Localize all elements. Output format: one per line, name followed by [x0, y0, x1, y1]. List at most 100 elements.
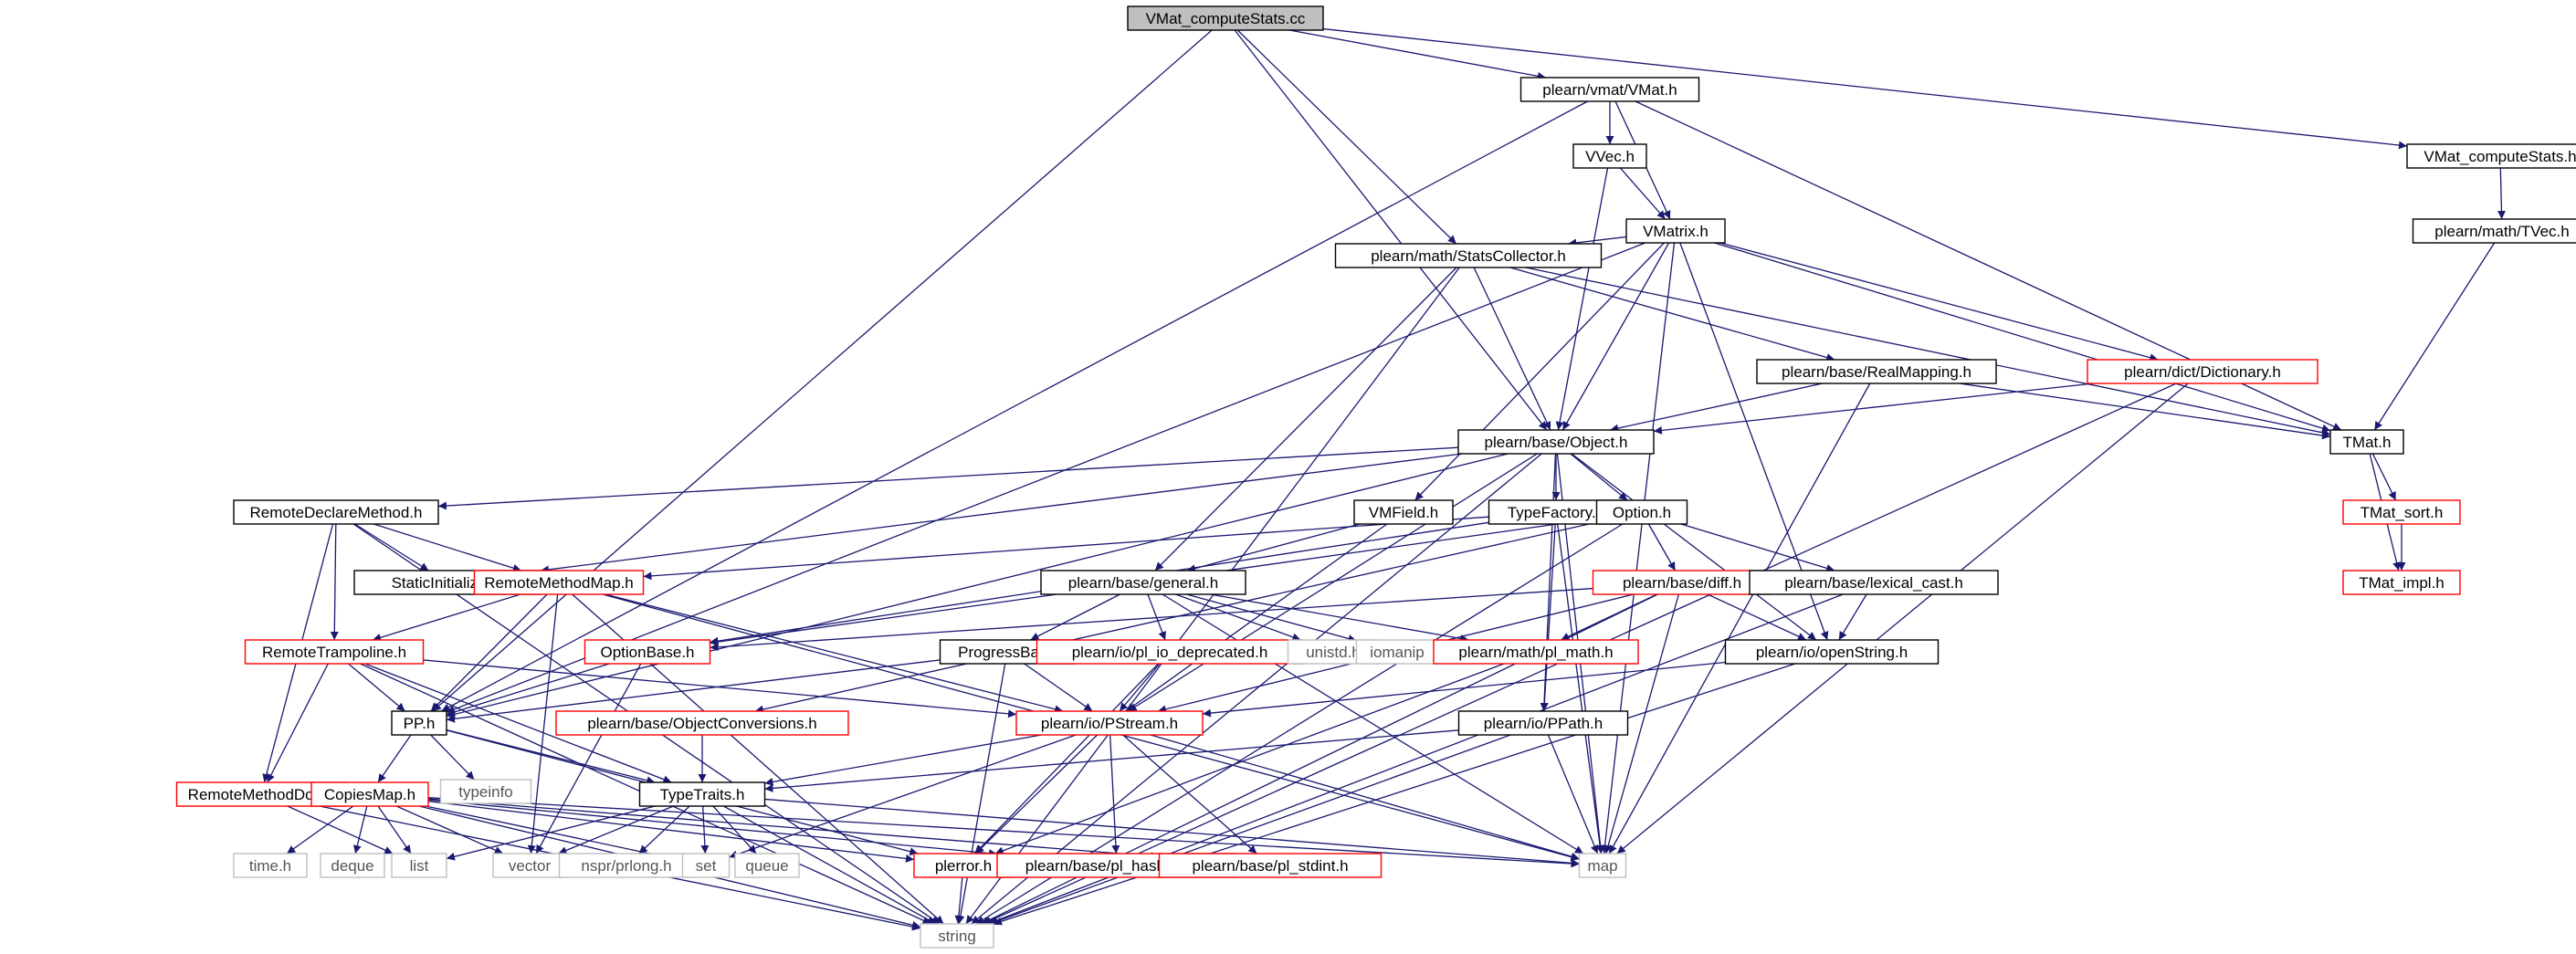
- node-tmatimpl[interactable]: TMat_impl.h: [2342, 570, 2461, 595]
- edge-root-to-vmcs: [1322, 27, 2408, 150]
- edge-vvec-to-vmatrix: [1619, 167, 1667, 220]
- node-box: [1578, 853, 1627, 878]
- node-general[interactable]: plearn/base/general.h: [1040, 570, 1246, 595]
- node-box: [1592, 570, 1772, 595]
- node-label: plearn/base/pl_stdint.h: [1192, 857, 1348, 875]
- node-box: [734, 853, 800, 878]
- edge-object-to-pstream: [1128, 453, 1538, 712]
- edge-object-to-pp: [446, 453, 1509, 718]
- edge-openstring-to-pstream: [1202, 661, 1726, 718]
- edge-vmfield-to-pstream: [1125, 523, 1388, 712]
- node-vmat[interactable]: plearn/vmat/VMat.h: [1519, 77, 1700, 102]
- edge-rdm-to-rtramp: [330, 523, 339, 641]
- edge-copiesmap-to-vector: [395, 805, 504, 854]
- edge-pstream-to-typetraits: [764, 734, 1042, 786]
- node-stdint[interactable]: plearn/base/pl_stdint.h: [1158, 853, 1383, 878]
- edge-pstream-to-set: [729, 734, 1077, 859]
- node-box: [1015, 710, 1204, 736]
- edge-realmap-to-object: [1610, 383, 1823, 433]
- node-vvec[interactable]: VVec.h: [1572, 143, 1647, 169]
- node-string: string: [920, 923, 994, 949]
- node-tvec[interactable]: plearn/math/TVec.h: [2412, 218, 2576, 244]
- node-box: [1127, 5, 1324, 31]
- edge-copiesmap-to-plerror: [427, 801, 915, 863]
- edge-option-to-diff: [1647, 523, 1677, 571]
- edge-root-to-vmat: [1289, 29, 1546, 80]
- node-diff[interactable]: plearn/base/diff.h: [1592, 570, 1772, 595]
- edge-stats-to-string: [965, 267, 1460, 925]
- edge-copiesmap-to-stdint: [427, 798, 1160, 861]
- edge-vmatrix-to-pp: [446, 242, 1646, 714]
- node-label: nspr/prlong.h: [581, 857, 671, 875]
- node-vmfield[interactable]: VMField.h: [1353, 499, 1454, 525]
- node-vmatrix[interactable]: VMatrix.h: [1625, 218, 1726, 244]
- node-lexcast[interactable]: plearn/base/lexical_cast.h: [1749, 570, 1999, 595]
- node-label: plerror.h: [935, 857, 992, 875]
- node-objconv[interactable]: plearn/base/ObjectConversions.h: [555, 710, 849, 736]
- edge-rmm-to-pp: [430, 593, 548, 712]
- edge-dict-to-map: [1616, 383, 2189, 854]
- node-realmap[interactable]: plearn/base/RealMapping.h: [1756, 359, 1997, 384]
- node-label: CopiesMap.h: [324, 786, 415, 803]
- edge-plerror-to-string: [954, 876, 963, 925]
- edge-object-to-staticinit: [540, 453, 1463, 574]
- node-label: plearn/math/pl_math.h: [1458, 644, 1613, 661]
- node-pstream[interactable]: plearn/io/PStream.h: [1015, 710, 1204, 736]
- edge-option-to-lexcast: [1680, 523, 1835, 572]
- node-label: plearn/vmat/VMat.h: [1542, 81, 1677, 99]
- node-label: plearn/io/pl_io_deprecated.h: [1072, 644, 1268, 661]
- edge-copiesmap-to-deque: [352, 805, 368, 854]
- node-label: TypeTraits.h: [660, 786, 745, 803]
- node-typetraits[interactable]: TypeTraits.h: [638, 781, 766, 807]
- node-vmcs[interactable]: VMat_computeStats.h: [2406, 143, 2576, 169]
- edge-pstream-to-hashfun: [1109, 734, 1120, 854]
- node-object[interactable]: plearn/base/Object.h: [1457, 429, 1655, 455]
- node-openstring[interactable]: plearn/io/openString.h: [1724, 639, 1940, 665]
- node-label: RemoteMethodDoc.h: [188, 786, 335, 803]
- node-box: [1353, 499, 1454, 525]
- node-label: string: [938, 928, 976, 945]
- node-label: RemoteDeclareMethod.h: [250, 504, 423, 521]
- node-dict[interactable]: plearn/dict/Dictionary.h: [2087, 359, 2318, 384]
- edge-object-to-string: [971, 453, 1542, 925]
- node-plmath[interactable]: plearn/math/pl_math.h: [1433, 639, 1639, 665]
- nodes-layer: VMat_computeStats.cc plearn/vmat/VMat.hVM…: [175, 5, 2576, 949]
- edge-root-to-stats: [1236, 29, 1457, 245]
- node-copiesmap[interactable]: CopiesMap.h: [310, 781, 429, 807]
- node-label: plearn/base/ObjectConversions.h: [587, 715, 816, 732]
- node-box: [1457, 429, 1655, 455]
- edge-typefactory-to-map: [1557, 523, 1604, 854]
- edge-progress-to-string: [956, 663, 1006, 925]
- node-label: TMat.h: [2343, 434, 2392, 451]
- edge-progress-to-pstream: [1024, 663, 1093, 712]
- edge-stats-to-general: [1154, 267, 1457, 571]
- node-label: time.h: [249, 857, 291, 875]
- node-label: plearn/io/PStream.h: [1041, 715, 1178, 732]
- edge-stats-to-tmat: [1525, 267, 2331, 437]
- node-box: [439, 779, 532, 804]
- node-option[interactable]: Option.h: [1595, 499, 1688, 525]
- node-rtramp[interactable]: RemoteTrampoline.h: [244, 639, 425, 665]
- edge-pliodep-to-plerror: [974, 663, 1159, 854]
- node-root[interactable]: VMat_computeStats.cc: [1127, 5, 1324, 31]
- edge-copiesmap-to-set: [426, 805, 683, 864]
- edge-rmm-to-rtramp: [372, 593, 521, 642]
- node-box: [1158, 853, 1383, 878]
- node-ppath[interactable]: plearn/io/PPath.h: [1457, 710, 1629, 736]
- node-pp[interactable]: PP.h: [391, 710, 447, 736]
- node-tmatsort[interactable]: TMat_sort.h: [2342, 499, 2461, 525]
- node-tmat[interactable]: TMat.h: [2329, 429, 2404, 455]
- edge-copiesmap-to-list: [377, 805, 412, 854]
- node-label: plearn/io/openString.h: [1756, 644, 1908, 661]
- node-pliodep[interactable]: plearn/io/pl_io_deprecated.h: [1036, 639, 1304, 665]
- edge-vmat-to-pp: [441, 100, 1588, 712]
- node-rmm[interactable]: RemoteMethodMap.h: [473, 570, 645, 595]
- node-optionbase[interactable]: OptionBase.h: [584, 639, 711, 665]
- node-stats[interactable]: plearn/math/StatsCollector.h: [1334, 243, 1603, 268]
- node-box: [1572, 143, 1647, 169]
- node-box: [584, 639, 711, 665]
- edge-openstring-to-string: [993, 663, 1796, 926]
- edge-vmatrix-to-tmat: [1714, 242, 2331, 433]
- node-box: [1334, 243, 1603, 268]
- node-rdm[interactable]: RemoteDeclareMethod.h: [233, 499, 439, 525]
